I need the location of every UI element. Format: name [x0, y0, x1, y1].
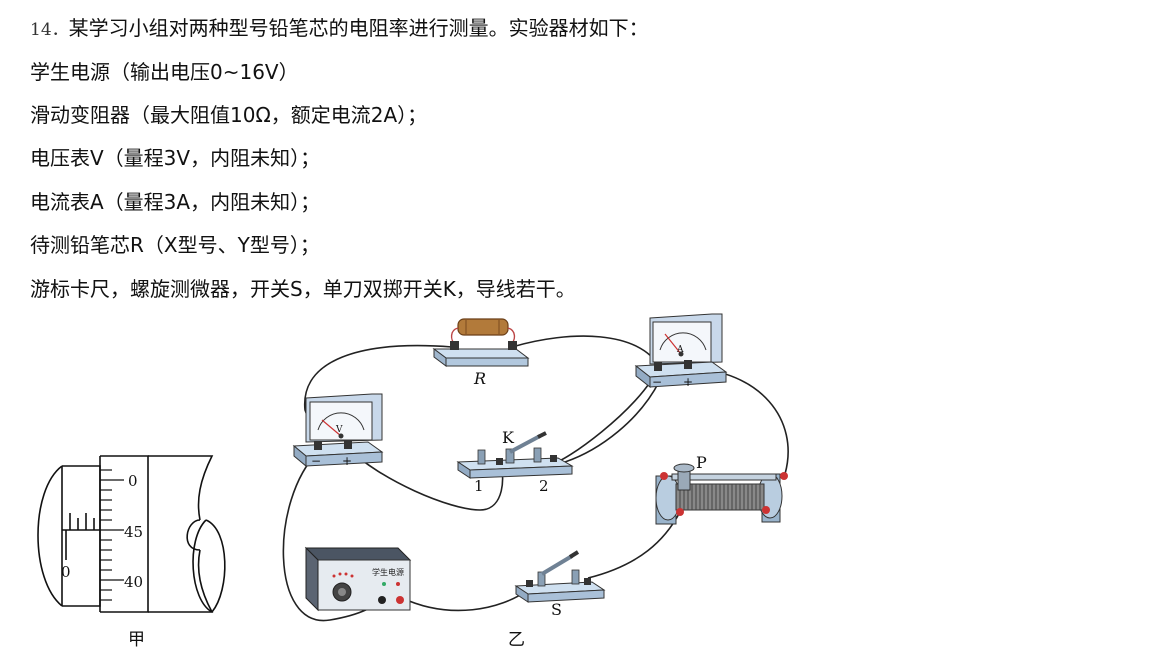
- label-k: K: [502, 428, 515, 447]
- thimble-label-0: 0: [128, 472, 138, 490]
- ammeter-plus: +: [683, 375, 693, 389]
- micrometer-figure: [37, 455, 226, 613]
- item-pencil-lead: 待测铅笔芯R（X型号、Y型号）；: [30, 233, 320, 257]
- question-number: 14．: [30, 20, 69, 40]
- item-voltmeter: 电压表V（量程3V，内阻未知）；: [30, 146, 321, 170]
- item-rheostat: 滑动变阻器（最大阻值10Ω，额定电流2A）；: [30, 103, 428, 127]
- caption-jia: 甲: [128, 630, 145, 650]
- figures: 0 45 40 0 甲 R: [37, 313, 789, 650]
- item-power-supply: 学生电源（输出电压0~16V）: [30, 60, 299, 84]
- rheostat: [655, 463, 788, 525]
- item-tools: 游标卡尺，螺旋测微器，开关S，单刀双掷开关K，导线若干。: [30, 277, 576, 301]
- label-p: P: [696, 453, 707, 472]
- resistor-r: [432, 318, 530, 367]
- thimble-label-45: 45: [124, 523, 143, 541]
- item-ammeter: 电流表A（量程3A，内阻未知）；: [30, 190, 321, 214]
- voltmeter: [292, 393, 384, 468]
- power-supply: [304, 546, 412, 612]
- caption-yi: 乙: [508, 630, 525, 650]
- ammeter: [634, 313, 728, 389]
- label-k-2: 2: [539, 477, 549, 495]
- question-stem: 某学习小组对两种型号铅笔芯的电阻率进行测量。实验器材如下：: [68, 16, 649, 40]
- voltmeter-plus: +: [342, 454, 352, 468]
- switch-k: [456, 431, 574, 479]
- label-s: S: [551, 600, 562, 619]
- ammeter-minus: −: [652, 375, 662, 389]
- main-scale-label: 0: [61, 563, 71, 581]
- question-stem-line: 14．某学习小组对两种型号铅笔芯的电阻率进行测量。实验器材如下：: [30, 16, 649, 42]
- voltmeter-symbol: V: [335, 425, 343, 435]
- ammeter-symbol: A: [676, 345, 684, 355]
- label-r: R: [473, 369, 486, 388]
- label-k-1: 1: [474, 477, 484, 495]
- voltmeter-minus: −: [311, 454, 321, 468]
- thimble-label-40: 40: [124, 573, 143, 591]
- switch-s: [514, 550, 606, 603]
- power-supply-label: 学生电源: [372, 567, 404, 577]
